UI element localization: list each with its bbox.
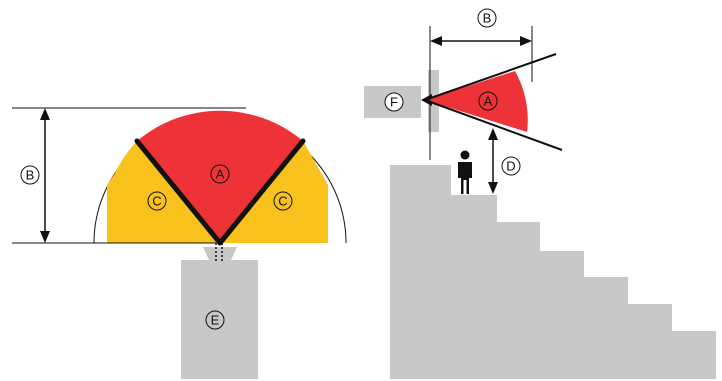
circled-letter-icon (210, 164, 230, 184)
zone-boundary-right (217, 138, 306, 246)
staircase (390, 165, 716, 379)
mount-bracket (203, 247, 237, 260)
cone-boundary-top (424, 53, 557, 101)
callout-left-c2-label: C (278, 194, 287, 209)
mount-post (181, 260, 258, 379)
callout-right-f-label: F (390, 95, 398, 110)
callout-right-b: B (477, 8, 497, 28)
person-icon (458, 150, 472, 194)
callout-left-b: B (20, 165, 40, 185)
left-view: B A C C E (12, 107, 347, 379)
callout-left-c1-label: C (152, 194, 161, 209)
callout-right-b-label: B (483, 11, 492, 26)
dimension-d-arrowhead-top (488, 128, 498, 140)
zone-a-sector (137, 110, 303, 244)
dimension-b-arrowhead-right (520, 36, 532, 46)
dimension-b-arrowhead-left (430, 36, 442, 46)
callout-left-e: E (205, 310, 225, 330)
callout-left-c1: C (147, 191, 167, 211)
callout-right-a-label: A (484, 94, 493, 109)
circled-letter-icon (205, 310, 225, 330)
circled-letter-icon (147, 191, 167, 211)
callout-left-b-label: B (26, 168, 35, 183)
callout-left-a: A (210, 164, 230, 184)
callout-left-a-label: A (216, 167, 225, 182)
zone-boundary-left (134, 138, 223, 246)
dimension-b-arrowhead-bottom (40, 231, 50, 243)
dimension-b-arrowhead-top (40, 108, 50, 120)
callout-right-a: A (478, 91, 498, 111)
callout-left-e-label: E (211, 313, 220, 328)
circled-letter-icon (384, 92, 404, 112)
dimension-d-arrowhead-bottom (488, 182, 498, 194)
right-view: B A F D (364, 8, 716, 379)
circled-letter-icon (501, 156, 521, 176)
circled-letter-icon (478, 91, 498, 111)
cone-boundary-bottom (424, 99, 563, 151)
callout-right-f: F (384, 92, 404, 112)
zone-c-right (220, 141, 328, 243)
person-body (458, 162, 472, 194)
circled-letter-icon (477, 8, 497, 28)
callout-right-d: D (501, 156, 521, 176)
circled-letter-icon (20, 165, 40, 185)
circled-letter-icon (273, 191, 293, 211)
zone-c-left-fill (107, 141, 220, 243)
callout-left-c2: C (273, 191, 293, 211)
zone-a-cone (425, 71, 528, 132)
callout-right-d-label: D (506, 159, 515, 174)
person-head (460, 150, 470, 160)
